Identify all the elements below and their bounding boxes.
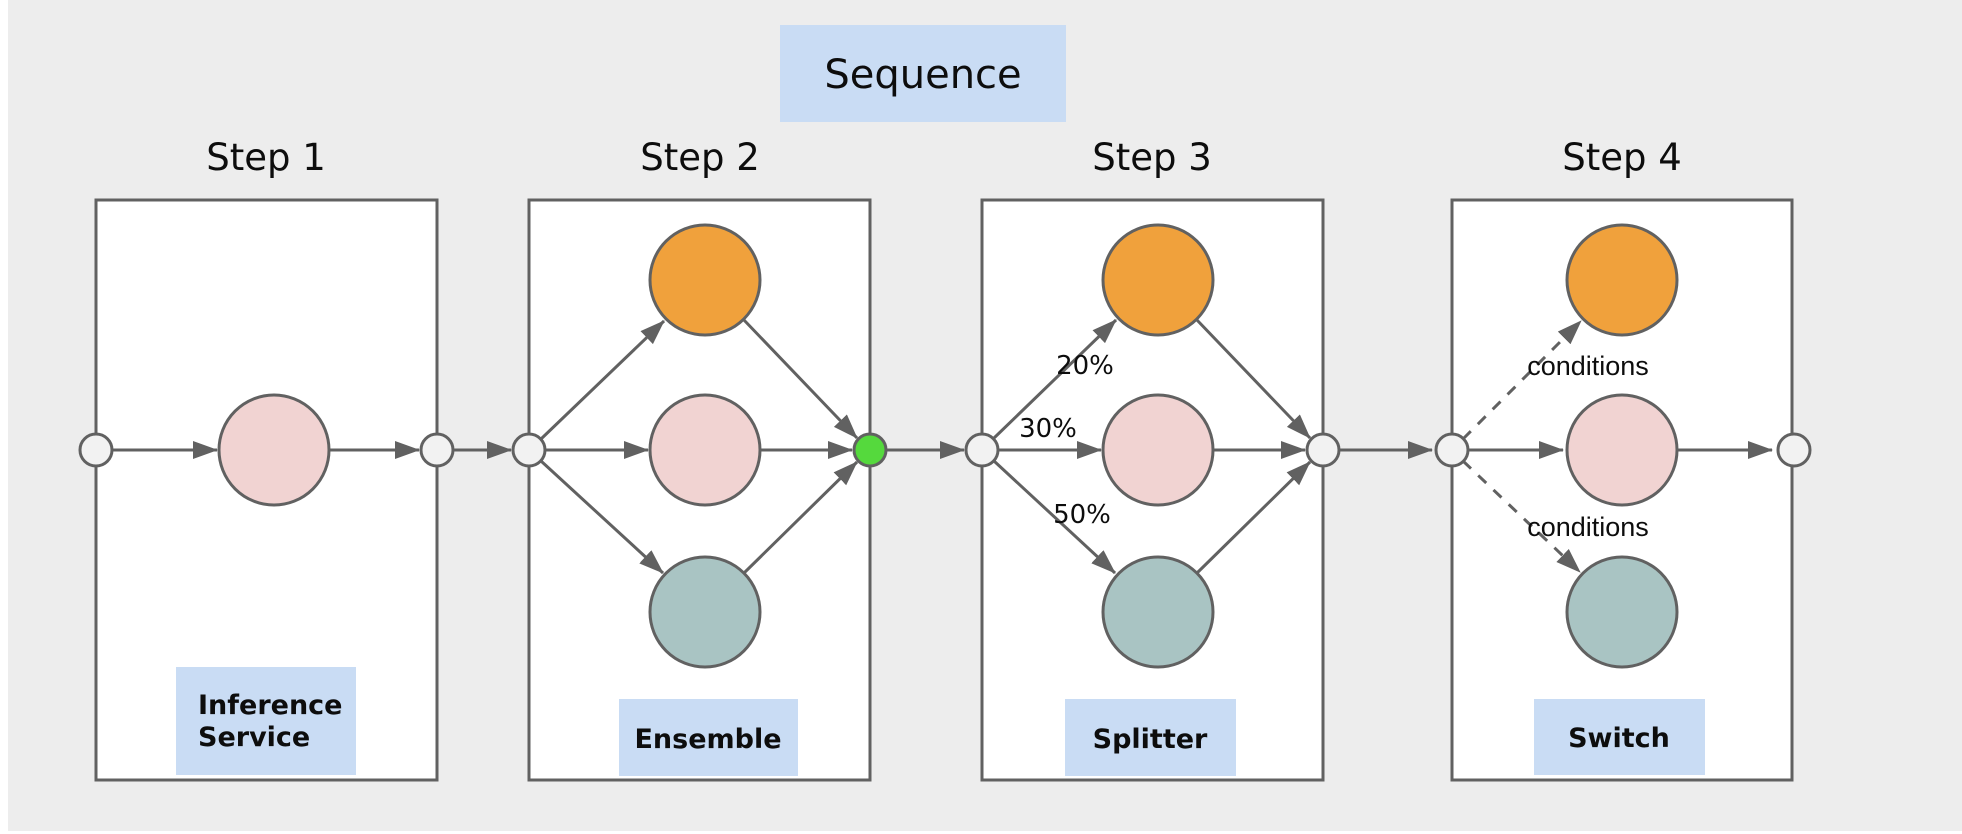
step1-label-line1: Inference xyxy=(198,690,343,721)
step4-label-box xyxy=(1534,699,1705,775)
step1-model-node-pink xyxy=(217,393,331,507)
step4-model-node-pink xyxy=(1565,393,1679,507)
step3-output-port xyxy=(1305,432,1341,468)
step4-conditions-label-top: conditions xyxy=(1527,351,1649,381)
step3-model-node-pink xyxy=(1101,393,1215,507)
step1-label-line2: Service xyxy=(198,722,310,753)
sequence-title: Sequence xyxy=(824,52,1021,98)
step3-weight-50: 50% xyxy=(1053,500,1111,530)
step-1-group: Step 1 Inference Service xyxy=(78,136,455,782)
step-2-group: Step 2 Ensemble xyxy=(511,136,888,782)
step4-label: Switch xyxy=(1568,723,1670,754)
arrow-step3-teal-to-out xyxy=(1195,460,1312,575)
step1-output-port xyxy=(419,432,455,468)
step3-weight-30: 30% xyxy=(1019,414,1077,444)
step2-label: Ensemble xyxy=(634,724,781,755)
step1-input-port xyxy=(78,432,114,468)
step-4-title: Step 4 xyxy=(1562,136,1682,179)
step-3-title: Step 3 xyxy=(1092,136,1212,179)
step3-model-node-teal xyxy=(1101,555,1215,669)
sequence-title-box xyxy=(780,25,1066,122)
step2-aggregator-port-green xyxy=(852,432,888,468)
step4-input-port xyxy=(1434,432,1470,468)
step3-label-box xyxy=(1065,699,1236,776)
step1-label-box xyxy=(176,667,356,775)
step-4-group: Step 4 conditions conditions Switch xyxy=(1434,136,1812,782)
arrow-step3-in-to-orange xyxy=(991,318,1118,441)
arrow-step4-condition-to-orange xyxy=(1461,319,1583,441)
arrow-step4-condition-to-teal xyxy=(1461,459,1582,574)
step2-model-node-orange xyxy=(648,223,762,337)
step3-model-node-orange xyxy=(1101,223,1215,337)
step2-model-node-teal xyxy=(648,555,762,669)
step4-conditions-label-bottom: conditions xyxy=(1527,512,1649,542)
step4-model-node-orange xyxy=(1565,223,1679,337)
step3-weight-20: 20% xyxy=(1056,351,1114,381)
step3-label: Splitter xyxy=(1093,724,1208,755)
arrow-step2-teal-to-agg xyxy=(742,460,859,575)
arrow-step2-in-to-teal xyxy=(539,459,665,575)
step3-input-port xyxy=(964,432,1000,468)
step2-label-box xyxy=(619,699,798,776)
step-1-title: Step 1 xyxy=(206,136,326,179)
arrow-step2-orange-to-agg xyxy=(741,317,859,440)
arrow-step2-in-to-orange xyxy=(539,319,666,441)
step-3-group: Step 3 20% 30% 50% Splitter xyxy=(964,136,1341,782)
arrow-step3-in-to-teal xyxy=(992,459,1117,575)
step-2-title: Step 2 xyxy=(640,136,760,179)
step2-model-node-pink xyxy=(648,393,762,507)
arrow-step3-orange-to-out xyxy=(1194,317,1312,440)
step4-model-node-teal xyxy=(1565,555,1679,669)
step2-input-port xyxy=(511,432,547,468)
step4-output-port xyxy=(1776,432,1812,468)
